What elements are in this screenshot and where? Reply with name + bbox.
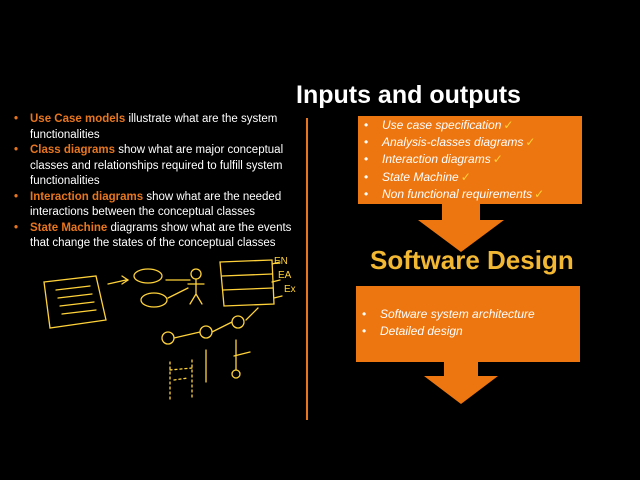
list-item-highlight: Use Case models [30,113,126,125]
bullet: • [364,169,369,184]
hand-drawn-sketch [43,259,283,401]
input-item-label: Interaction diagrams [382,152,491,167]
check-icon: ✓ [534,186,545,201]
bullet: • [14,190,19,203]
list-item-highlight: Class diagrams [30,144,116,156]
outputs-box: • Software system architecture • Detailed … [356,286,580,362]
document-sketch [43,275,107,329]
output-item-label: Software system architecture [380,307,535,321]
page-title: Inputs and outputs [296,81,521,109]
vertical-divider [306,118,308,420]
sketch-label-en: EN [274,256,288,267]
input-item: • State Machine✓ [358,169,582,186]
sketch-label-ex: Ex [284,284,296,295]
check-icon: ✓ [503,118,514,132]
usecase-sketch [133,268,163,284]
output-item: • Detailed design [356,323,580,340]
list-item-text: diagrams show what are the events that c… [30,221,292,250]
down-arrow-icon [424,362,498,404]
output-item-label: Detailed design [380,324,463,339]
concept-list: • Use Case models illustrate what are th… [6,112,296,252]
list-item: • Use Case models illustrate what are th… [6,112,296,143]
inputs-box: •Use case specification✓ •Analysis-class… [358,116,582,204]
bullet: • [362,324,367,339]
check-icon: ✓ [460,169,471,184]
bullet: • [14,144,19,156]
input-item-label: Use case specification [382,118,502,132]
input-item: • Non functional requirements✓ [358,186,582,203]
sketch-label-ea: EA [278,270,292,281]
bullet: • [364,152,369,167]
class-box-sketch [219,259,275,307]
arrow-sketch [107,275,130,285]
input-item: • Use case specification✓ [358,117,582,134]
bullet: • [364,118,369,132]
check-icon: ✓ [492,152,503,167]
list-item-text: show what are major conceptual classes a… [30,144,284,187]
list-item-text: illustrate what are the system functiona… [30,113,278,141]
actor-sketch [190,268,202,280]
input-item-label: Analysis-classes diagrams [382,135,524,150]
list-item-text: show what are the needed interactions be… [30,190,282,219]
list-item-highlight: State Machine [30,221,108,234]
bullet: • [14,221,19,234]
input-item-label: Non functional requirements [382,186,533,201]
interaction-sketch [161,331,175,345]
bullet: • [364,186,369,201]
bullet: • [362,307,367,321]
list-item: • Interaction diagrams show what are the… [6,190,296,221]
list-item: • Class diagrams show what are major con… [6,143,296,190]
list-item-highlight: Interaction diagrams [30,190,144,203]
list-item: • State Machine diagrams show what are t… [6,221,296,252]
input-item: • Interaction diagrams✓ [358,151,582,168]
output-item: • Software system architecture [356,306,580,323]
center-label: Software Design [370,245,574,275]
input-item-label: State Machine [382,169,459,184]
down-arrow-icon [418,204,504,252]
bullet: • [14,113,19,125]
bullet: • [364,135,369,150]
input-item: • Analysis-classes diagrams✓ [358,134,582,151]
check-icon: ✓ [525,135,536,150]
